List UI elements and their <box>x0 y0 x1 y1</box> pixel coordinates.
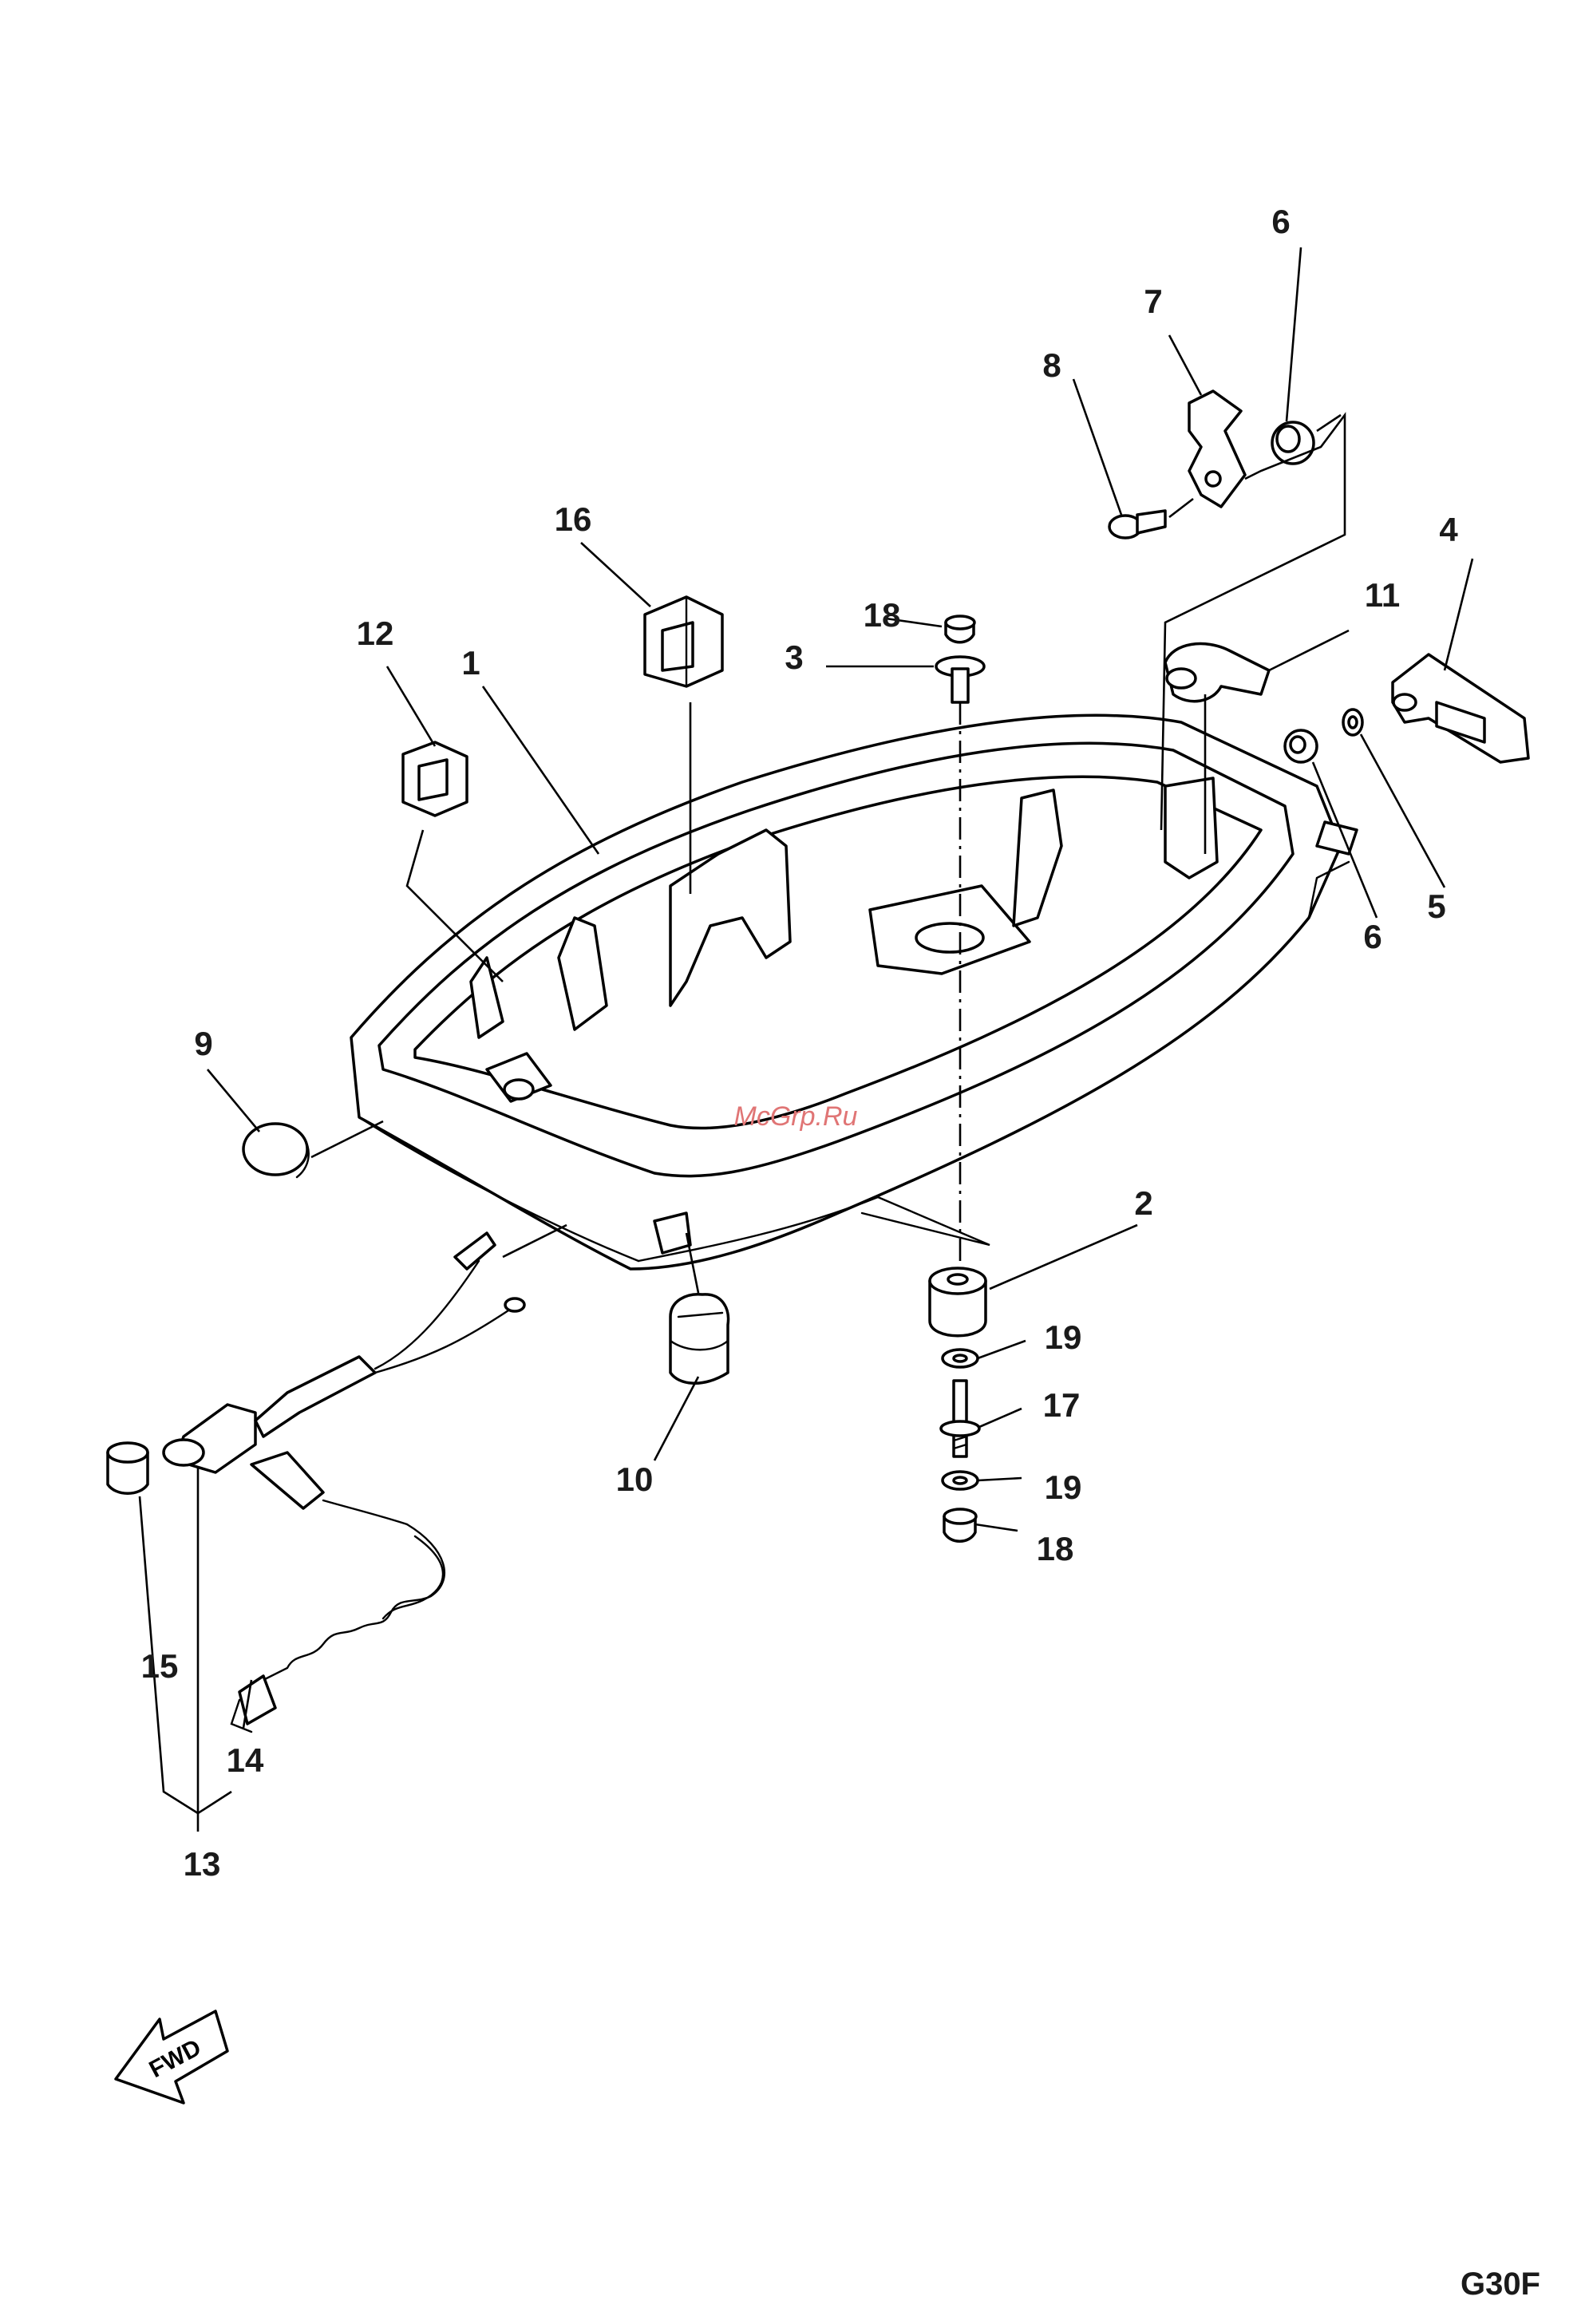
callout-15: 15 <box>141 1647 179 1685</box>
washer-part-19a <box>943 1350 978 1367</box>
watermark: McGrp.Ru <box>734 1101 858 1132</box>
clip-part-12 <box>403 742 467 816</box>
callout-6b: 6 <box>1363 918 1382 955</box>
callout-2: 2 <box>1134 1184 1152 1222</box>
callout-7: 7 <box>1144 283 1162 320</box>
bracket-part-7 <box>1189 391 1245 507</box>
callout-10: 10 <box>616 1460 654 1498</box>
lever-part-11 <box>1165 644 1269 702</box>
callout-6a: 6 <box>1271 203 1290 240</box>
callout-19b: 19 <box>1045 1468 1082 1506</box>
callout-4: 4 <box>1439 511 1458 548</box>
callout-3: 3 <box>785 638 803 676</box>
callout-12: 12 <box>357 615 394 652</box>
callout-1: 1 <box>461 644 480 682</box>
callout-5: 5 <box>1427 887 1445 925</box>
cap-part-9 <box>243 1124 309 1177</box>
callout-8: 8 <box>1042 346 1061 384</box>
bolt-part-17 <box>941 1381 979 1456</box>
callout-17: 17 <box>1043 1386 1081 1424</box>
callout-13: 13 <box>184 1845 221 1883</box>
callout-14: 14 <box>227 1741 264 1779</box>
callout-16: 16 <box>555 500 592 538</box>
washer-part-19b <box>943 1472 978 1489</box>
nut-part-18b <box>944 1509 976 1541</box>
grommet-part-10 <box>670 1294 729 1383</box>
callout-9: 9 <box>194 1025 212 1062</box>
callout-11: 11 <box>1365 576 1400 614</box>
mount-rubber-part-2 <box>930 1268 986 1336</box>
figure-code: G30F <box>1461 2267 1540 2302</box>
nut-part-18a <box>946 616 974 642</box>
lever-bracket-part-4 <box>1393 654 1528 762</box>
forward-direction-arrow: FWD <box>116 2011 227 2103</box>
cap-part-15 <box>108 1443 148 1493</box>
screw-part-8 <box>1109 511 1165 538</box>
stop-switch-part-13 <box>164 1233 524 1472</box>
callout-18b: 18 <box>1037 1530 1074 1567</box>
washer-part-5 <box>1343 709 1362 735</box>
grommet-part-16 <box>645 597 722 686</box>
lanyard-part-14 <box>231 1452 445 1732</box>
callout-19a: 19 <box>1045 1318 1082 1356</box>
grommet-part-6b <box>1285 730 1317 762</box>
collar-part-3 <box>936 657 984 702</box>
callout-18a: 18 <box>864 596 901 634</box>
